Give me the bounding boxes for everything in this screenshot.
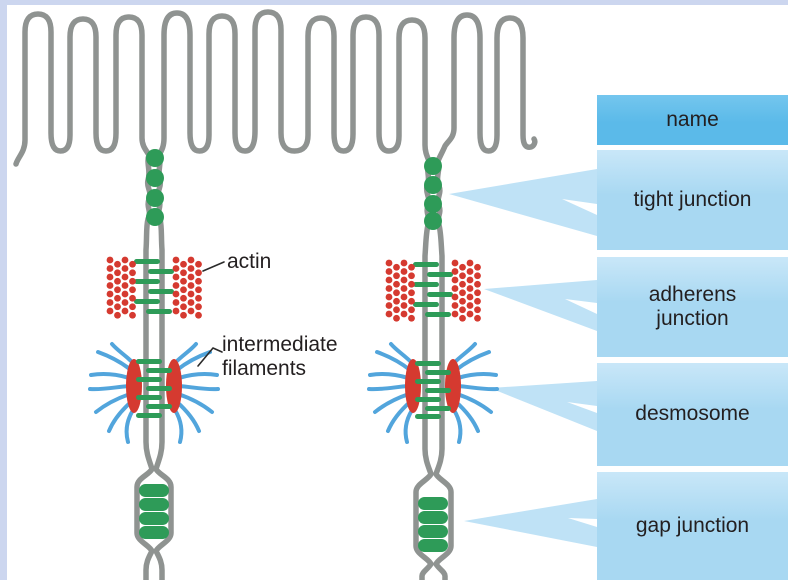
actin-label: actin (227, 250, 272, 273)
desmosome-callout (490, 381, 597, 431)
panel-header-label: name (666, 107, 719, 131)
tight-junction-callout (449, 169, 597, 236)
gap-junction-callout (464, 499, 597, 547)
callout-wedges (449, 169, 597, 547)
tight-junction-glyph (146, 149, 442, 230)
membrane-path-left (13, 11, 155, 580)
panel-row-label: desmosome (635, 402, 750, 426)
panel-row-label: tight junction (633, 187, 752, 211)
adherens-junction-callout (484, 280, 597, 331)
panel-header: name (597, 95, 788, 145)
panel-row-gap-junction: gap junction (597, 472, 788, 580)
panel-row-desmosome: desmosome (597, 363, 788, 466)
membrane-path-right (433, 12, 538, 580)
panel-row-label: gap junction (635, 513, 750, 537)
intermediate-filaments-pointer-line (197, 347, 223, 367)
panel-row-label: adherens junction (648, 282, 737, 330)
frame-border-top (0, 0, 788, 5)
gap-junction-glyph (139, 484, 448, 552)
panel-row-adherens-junction: adherens junction (597, 257, 788, 357)
panel-row-tight-junction: tight junction (597, 150, 788, 250)
frame-border-left (0, 0, 7, 580)
junction-protein-bars (134, 259, 453, 419)
actin-dots (106, 256, 481, 322)
membrane-path-middle (153, 9, 434, 580)
actin-pointer-line (202, 261, 225, 272)
intermediate-filaments-label: intermediate filaments (222, 333, 338, 380)
